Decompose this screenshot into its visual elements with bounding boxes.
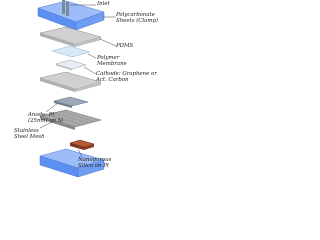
label-nanoporous-silica: Nanoporous Silica on Pt (78, 157, 111, 169)
steel-mesh-layer (39, 109, 102, 130)
label-polycarbonate-line1: Polycarbonate (116, 12, 155, 18)
cathode-layer (55, 59, 87, 71)
top-pdms-layer (39, 26, 102, 47)
label-inlet: Inlet (97, 1, 110, 7)
exploded-assembly-diagram: Inlet Polycarbonate Sheets (Clamp) PDMS … (0, 0, 158, 189)
top-polycarbonate-sheet (37, 0, 105, 31)
polymer-membrane-layer (51, 45, 91, 58)
bottom-polycarbonate-sheet (39, 148, 105, 178)
label-polymer-line2: Membrane (97, 61, 127, 67)
label-polycarbonate-sheets: Polycarbonate Sheets (Clamp) (116, 12, 158, 24)
inlet-tube (62, 0, 69, 16)
label-cathode-line1: Cathode: Graphene or (96, 71, 157, 77)
silica-chip (69, 139, 95, 150)
label-cathode: Cathode: Graphene or Act. Carbon (96, 71, 157, 83)
anode-layer (53, 96, 89, 108)
label-polymer-line1: Polymer (97, 55, 120, 61)
label-mesh-line2: Steel Mesh (14, 134, 45, 140)
assembly-drawing (37, 0, 117, 178)
leader-lines (39, 4, 117, 158)
label-anode: Anode: Pt (25nm) on Si (28, 112, 63, 124)
label-pdms: PDMS (116, 43, 134, 49)
label-steel-mesh: Stainless Steel Mesh (14, 128, 45, 140)
label-silica-line1: Nanoporous (78, 157, 112, 163)
label-polymer-membrane: Polymer Membrane (97, 55, 127, 67)
label-anode-line1: Anode: Pt (28, 112, 55, 118)
middle-pdms-layer (39, 71, 102, 92)
label-cathode-line2: Act. Carbon (96, 77, 129, 83)
label-anode-line2: (25nm) on Si (28, 118, 64, 124)
label-silica-line2: Silica on Pt (78, 163, 110, 169)
label-mesh-line1: Stainless (14, 128, 39, 134)
label-polycarbonate-line2: Sheets (Clamp) (116, 18, 159, 24)
